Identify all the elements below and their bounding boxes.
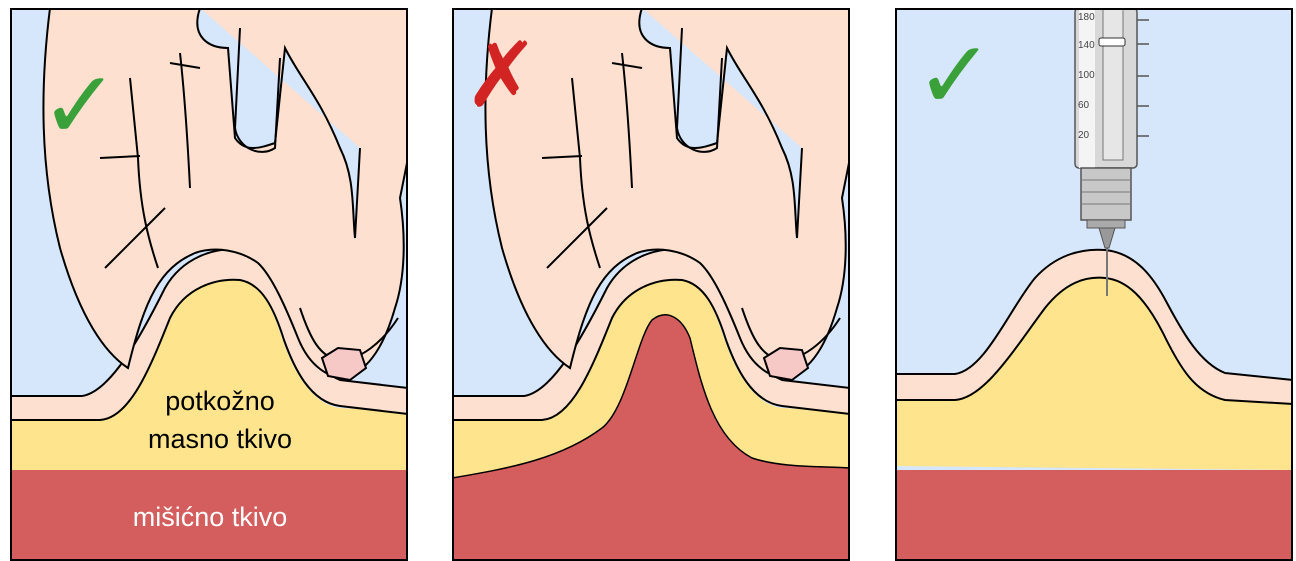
fat-label-line1: potkožno xyxy=(165,386,275,416)
syringe-tick-label: 20 xyxy=(1078,130,1090,141)
cross-mark-icon: ✗ xyxy=(464,23,539,128)
fat-label-line2: masno tkivo xyxy=(148,424,292,454)
check-mark-icon: ✓ xyxy=(915,21,995,131)
muscle-layer xyxy=(895,470,1293,561)
check-mark-icon: ✓ xyxy=(40,51,120,161)
syringe-tick-label: 140 xyxy=(1078,40,1095,51)
panel-correct-pinch: ✓ potkožno masno tkivo mišićno tkivo xyxy=(10,8,408,561)
syringe-tick-label: 180 xyxy=(1078,12,1095,23)
syringe-tick-label: 100 xyxy=(1078,70,1095,81)
panel-correct-injection: 180 140 100 60 20 ✓ xyxy=(895,8,1293,561)
panel-incorrect-pinch: ✗ xyxy=(452,8,850,561)
syringe-tick-label: 60 xyxy=(1078,100,1090,111)
muscle-label: mišićno tkivo xyxy=(133,502,288,532)
